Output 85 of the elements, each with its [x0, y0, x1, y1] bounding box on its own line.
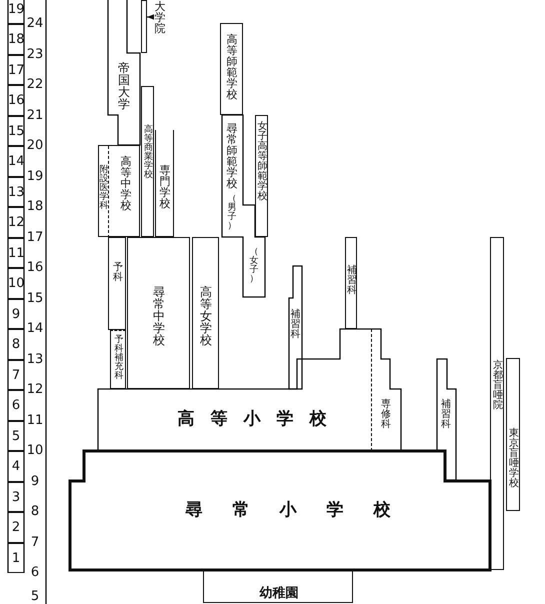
vertical-school-name: 東京盲唖学校 [508, 429, 520, 489]
age-number: 13 [26, 352, 44, 366]
grade-number: 4 [8, 451, 24, 482]
school-block [222, 115, 265, 297]
age-number: 20 [26, 139, 44, 152]
vertical-school-name: 京都盲唖院 [492, 361, 504, 411]
bar-block [141, 0, 147, 53]
vertical-school-name: 専門学校 [159, 165, 171, 209]
age-number: 23 [26, 48, 44, 60]
vertical-school-name: 尋常中学校 [152, 286, 166, 346]
grade-number: 8 [8, 329, 24, 360]
grade-number: 12 [8, 207, 24, 238]
grade-number: 3 [8, 482, 24, 512]
vertical-school-name: 附設医学科 [99, 166, 109, 211]
grade-number: 17 [8, 54, 24, 85]
school-block [345, 237, 357, 329]
age-number: 21 [26, 108, 44, 122]
age-number: 24 [26, 17, 44, 30]
school-block [108, 237, 126, 330]
age-number: 12 [26, 383, 44, 396]
school-block [490, 237, 504, 570]
school-block [255, 115, 268, 237]
grade-number: 16 [8, 85, 24, 116]
grade-number: 15 [8, 116, 24, 146]
school-block [192, 237, 219, 389]
vertical-school-name: 予科 [112, 263, 124, 283]
vertical-school-name: （女子） [249, 248, 259, 284]
grade-number: 6 [8, 390, 24, 420]
age-number: 22 [26, 78, 44, 91]
age-number: 9 [30, 474, 40, 488]
school-block [108, 0, 140, 145]
grade-number: 14 [8, 146, 24, 176]
age-number: 8 [30, 505, 40, 518]
grade-number: 19 [8, 0, 24, 24]
age-number: 17 [26, 230, 44, 244]
grade-number: 13 [8, 176, 24, 207]
age-number: 14 [26, 322, 44, 335]
school-block [141, 86, 154, 237]
age-number: 11 [26, 414, 44, 426]
age-number: 6 [30, 566, 40, 579]
school-name: 幼稚園 [260, 587, 298, 600]
grade-number: 18 [8, 24, 24, 54]
age-number: 19 [26, 170, 44, 182]
school-block [437, 359, 456, 480]
school-block [99, 146, 109, 238]
grade-number: 2 [8, 512, 24, 542]
vertical-school-name: 補習科 [440, 400, 452, 430]
grade-number: 5 [8, 420, 24, 451]
school-name: 尋常小学校 [186, 502, 420, 519]
age-number: 10 [26, 444, 44, 457]
school-block [110, 330, 126, 389]
age-number: 16 [26, 261, 44, 274]
school-block [155, 130, 174, 237]
grade-number: 11 [8, 238, 24, 268]
age-number: 15 [26, 292, 44, 304]
vertical-school-name: 高等中学校 [120, 156, 132, 211]
vertical-school-name: 尋常師範学校 [226, 123, 238, 189]
school-block [70, 451, 490, 570]
vertical-school-name: 補習科 [290, 310, 301, 340]
school-block [203, 570, 353, 603]
school-block [506, 358, 520, 511]
grade-number: 1 [8, 542, 24, 573]
age-number: 7 [30, 536, 40, 548]
vertical-school-name: 予科補充科 [114, 336, 124, 381]
grade-number: 10 [8, 268, 24, 298]
vertical-school-name: （男子） [227, 195, 237, 231]
age-number: 5 [30, 590, 40, 603]
grade-number: 9 [8, 298, 24, 329]
school-block [127, 237, 190, 389]
school-name: 高等小学校 [178, 411, 342, 428]
vertical-school-name: 高等師範学校 [226, 34, 238, 100]
school-block [98, 145, 140, 237]
leader-line [147, 14, 154, 20]
vertical-school-name: 大学院 [154, 1, 166, 34]
vertical-school-name: 高等女学校 [200, 286, 212, 346]
school-block [220, 23, 243, 115]
age-number: 18 [26, 200, 44, 213]
vertical-school-name: 女子高等師範学校 [257, 122, 268, 202]
vertical-school-name: 帝国大学 [118, 62, 130, 110]
school-block [371, 329, 390, 451]
grade-number: 7 [8, 360, 24, 390]
vertical-school-name: 高等商業学校 [144, 126, 154, 180]
vertical-school-name: 専修科 [380, 400, 392, 430]
school-block [289, 266, 302, 389]
vertical-school-name: 補習科 [346, 266, 358, 296]
